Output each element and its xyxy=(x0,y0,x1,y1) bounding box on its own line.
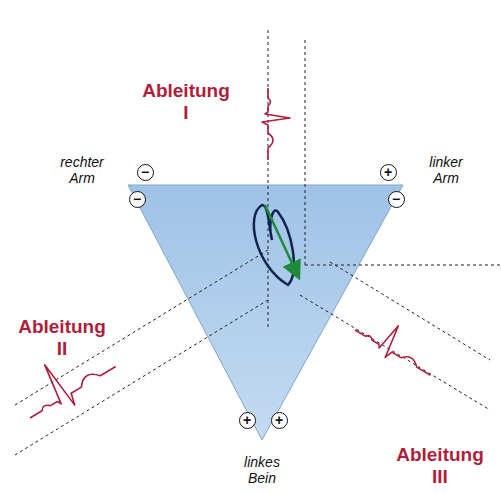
lead-label: Ableitung III xyxy=(396,444,484,488)
polarity-sign: − xyxy=(388,191,405,208)
limb-label: rechter Arm xyxy=(60,154,104,186)
lead-label: Ableitung I xyxy=(142,80,230,124)
limb-label: linkes Bein xyxy=(244,454,280,486)
polarity-sign: − xyxy=(137,164,154,181)
polarity-sign: + xyxy=(271,412,288,429)
lead-label: Ableitung II xyxy=(18,316,106,360)
polarity-sign: − xyxy=(129,191,146,208)
polarity-sign: + xyxy=(380,164,397,181)
polarity-sign: + xyxy=(239,412,256,429)
triangle xyxy=(128,185,403,440)
limb-label: linker Arm xyxy=(429,154,462,186)
projection-lines xyxy=(15,30,500,455)
heart-vector-loop xyxy=(254,205,298,285)
ecg-traces xyxy=(10,88,443,428)
